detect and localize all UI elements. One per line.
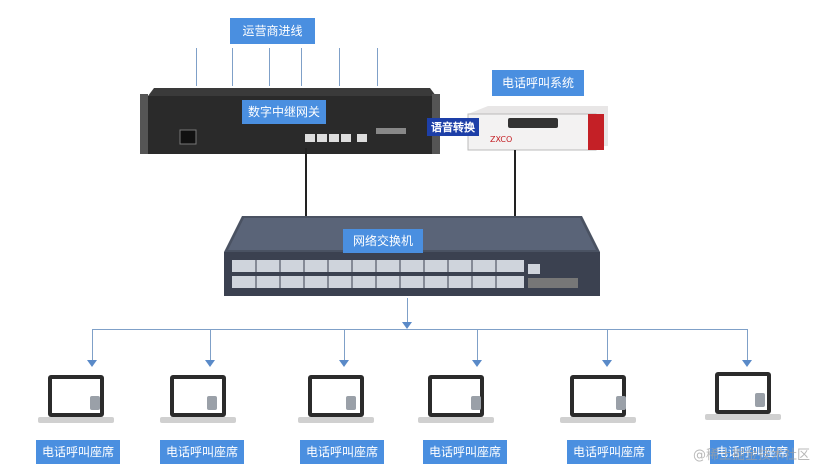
drop-line — [477, 329, 478, 363]
carrier-line — [196, 48, 197, 86]
watermark-text: @稀土掘金技术社区 — [692, 448, 810, 463]
seat-label: 电话呼叫座席 — [36, 440, 120, 464]
drop-arrow — [339, 360, 349, 367]
svg-text:ZXCO: ZXCO — [490, 135, 512, 144]
switch-down-arrow — [402, 322, 412, 329]
seat-label: 电话呼叫座席 — [567, 440, 651, 464]
laptop-icon — [418, 375, 494, 423]
laptop-icon — [560, 375, 636, 423]
drop-arrow — [472, 360, 482, 367]
drop-line — [92, 329, 93, 363]
carrier-line — [269, 48, 270, 86]
switch-down-connector — [407, 298, 408, 324]
drop-line — [210, 329, 211, 363]
voice-conversion-label: 语音转换 — [427, 118, 479, 136]
carrier-line — [301, 48, 302, 86]
carrier-line-label: 运营商进线 — [230, 18, 315, 44]
laptop-icon — [298, 375, 374, 423]
drop-arrow — [742, 360, 752, 367]
drop-arrow — [87, 360, 97, 367]
network-switch-device — [224, 216, 600, 296]
callsystem-switch-cable — [514, 150, 516, 216]
call-system-device: ZXCO — [467, 106, 608, 151]
seat-label: 电话呼叫座席 — [160, 440, 244, 464]
distribution-bus — [92, 329, 747, 330]
laptop-icon — [705, 372, 781, 420]
gateway-switch-cable — [305, 148, 307, 216]
drop-line — [344, 329, 345, 363]
drop-arrow — [205, 360, 215, 367]
drop-line — [607, 329, 608, 363]
carrier-line — [232, 48, 233, 86]
switch-label: 网络交换机 — [343, 229, 423, 253]
seat-label: 电话呼叫座席 — [423, 440, 507, 464]
call-system-label: 电话呼叫系统 — [492, 70, 584, 96]
carrier-line — [339, 48, 340, 86]
gateway-label: 数字中继网关 — [242, 100, 326, 124]
seat-label: 电话呼叫座席 — [300, 440, 384, 464]
drop-arrow — [602, 360, 612, 367]
laptop-icon — [160, 375, 236, 423]
seat-label: 电话呼叫座席 — [710, 440, 794, 464]
carrier-line — [377, 48, 378, 86]
drop-line — [747, 329, 748, 363]
laptop-icon — [38, 375, 114, 423]
